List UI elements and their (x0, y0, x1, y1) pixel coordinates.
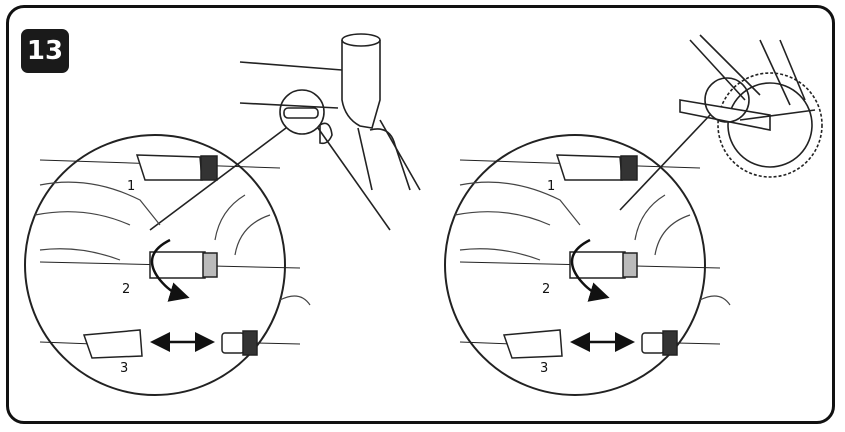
right-label-2: 2 (542, 282, 550, 297)
left-hands (34, 181, 311, 306)
left-barrel-1 (39, 154, 281, 181)
left-frame-detail (239, 33, 421, 191)
left-barrel-2 (39, 251, 301, 279)
left-barrel-3 (39, 329, 301, 359)
right-label-1: 1 (547, 179, 555, 194)
rotate-arrow-icon (150, 238, 190, 302)
left-label-2: 2 (122, 282, 130, 297)
left-magnifier (24, 89, 391, 396)
right-hands (454, 181, 731, 306)
right-barrel-2 (459, 251, 721, 279)
right-barrel-1 (459, 154, 701, 181)
right-magnifier (444, 77, 750, 396)
instruction-frame (6, 5, 835, 424)
left-label-3: 3 (120, 361, 128, 376)
right-barrel-3 (459, 329, 721, 359)
right-label-3: 3 (540, 361, 548, 376)
right-crank-detail (679, 34, 823, 178)
rotate-arrow-icon (570, 238, 610, 302)
step-number-badge: 13 (21, 29, 69, 73)
left-label-1: 1 (127, 179, 135, 194)
